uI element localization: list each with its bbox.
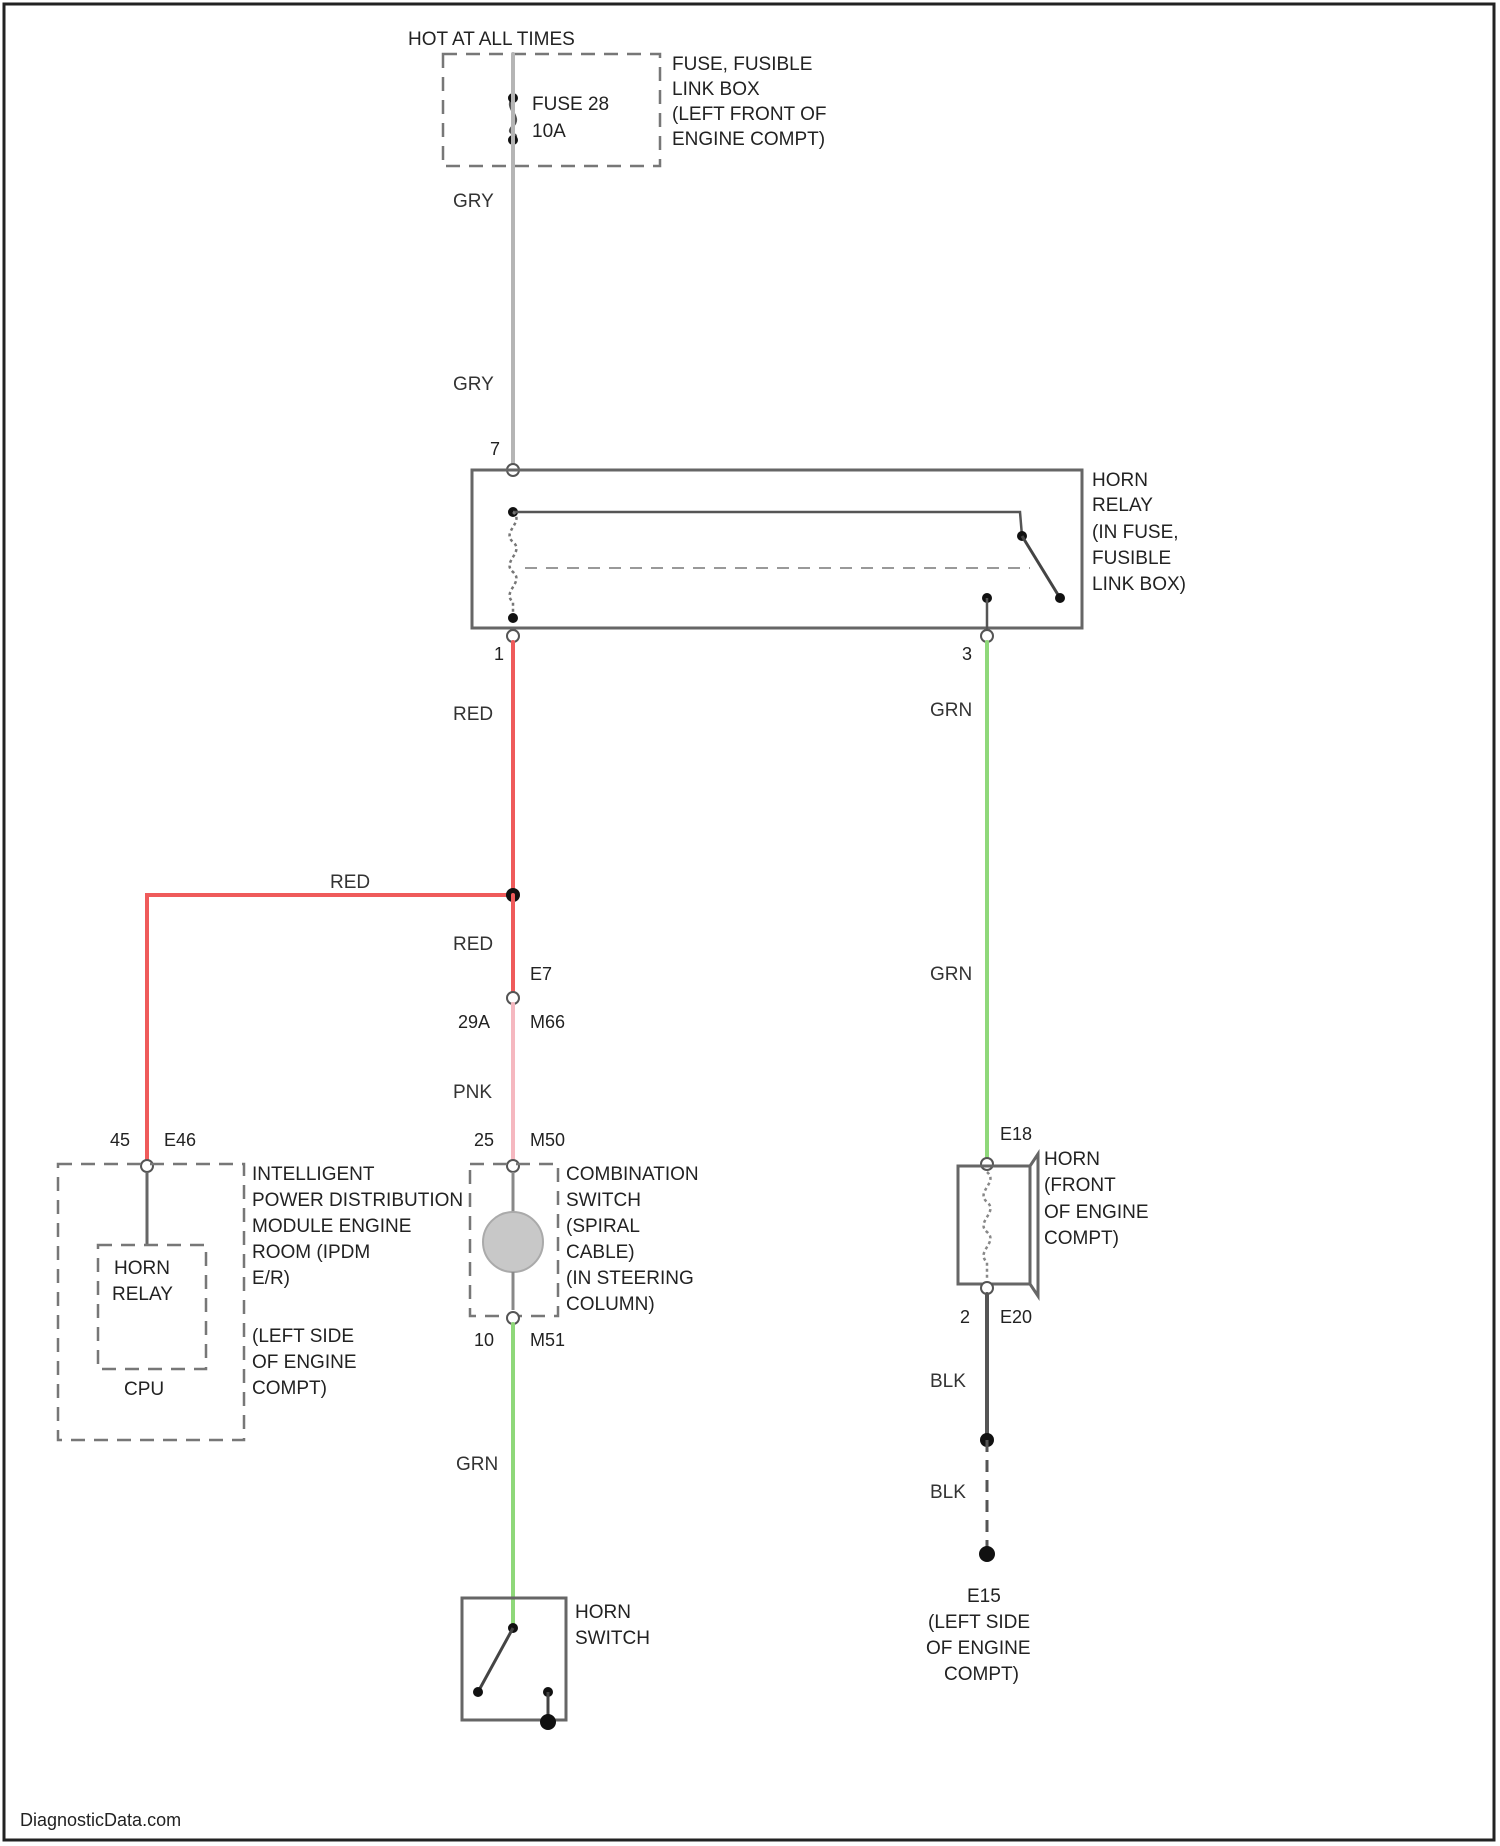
ground-label-3: OF ENGINE (926, 1638, 1031, 1659)
combination-switch-label-6: COLUMN) (566, 1294, 655, 1315)
grn-wire-label-1: GRN (930, 700, 972, 721)
ipdm-location-1: (LEFT SIDE (252, 1326, 354, 1347)
combination-switch-m51-label: M51 (530, 1330, 565, 1350)
combination-switch-label-3: (SPIRAL (566, 1216, 640, 1237)
footer-brand: DiagnosticData.com (20, 1810, 181, 1830)
combination-switch-pin-10-label: 10 (474, 1330, 494, 1350)
ipdm-label-4: ROOM (IPDM (252, 1242, 370, 1263)
horn-switch-label-1: HORN (575, 1602, 631, 1623)
ipdm-label-5: E/R) (252, 1268, 290, 1289)
ipdm-label-1: INTELLIGENT (252, 1164, 375, 1185)
ipdm-label-3: MODULE ENGINE (252, 1216, 411, 1237)
combination-switch-label-5: (IN STEERING (566, 1268, 694, 1289)
hot-at-all-times-label: HOT AT ALL TIMES (408, 29, 575, 50)
fuse-box-label-2: LINK BOX (672, 79, 760, 100)
horn-relay-label-5: LINK BOX) (1092, 574, 1186, 595)
horn-relay-coil-terminal (508, 613, 518, 623)
combination-switch-m50-label: M50 (530, 1130, 565, 1150)
horn-body (958, 1166, 1030, 1284)
spiral-cable-symbol (483, 1212, 543, 1272)
horn-relay-label-1: HORN (1092, 470, 1148, 491)
red-wire-label-1: RED (453, 704, 493, 725)
ipdm-location-2: OF ENGINE (252, 1352, 357, 1373)
horn-pin-1-terminal (981, 1158, 993, 1170)
ground-label-2: (LEFT SIDE (928, 1612, 1030, 1633)
horn-relay-switch-arm (1022, 536, 1060, 598)
red-wire-label-2: RED (453, 934, 493, 955)
blk-wire-label-1: BLK (930, 1371, 966, 1392)
grn-wire-label-left: GRN (456, 1454, 498, 1475)
horn-switch-arm (478, 1628, 513, 1692)
horn-relay-coil (510, 512, 517, 618)
ipdm-pin-45-terminal (141, 1160, 153, 1172)
connector-e7-label: E7 (530, 964, 552, 984)
connector-pin-29a-label: 29A (458, 1012, 490, 1032)
horn-connector-e20-label: E20 (1000, 1307, 1032, 1327)
diagram-frame (4, 4, 1494, 1840)
gry-wire-label-mid: GRY (453, 374, 494, 395)
horn-connector-e18-label: E18 (1000, 1124, 1032, 1144)
horn-relay-contact-end (1055, 593, 1065, 603)
horn-relay-label-2: RELAY (1092, 495, 1153, 516)
pnk-wire-label: PNK (453, 1082, 492, 1103)
ipdm-pin-45-label: 45 (110, 1130, 130, 1150)
ground-label-1: E15 (967, 1586, 1001, 1607)
horn-label-2: (FRONT (1044, 1175, 1116, 1196)
horn-label-1: HORN (1044, 1149, 1100, 1170)
fuse-box-label-3: (LEFT FRONT OF (672, 104, 826, 125)
gry-wire-label-top: GRY (453, 191, 494, 212)
horn-switch-arm-end (473, 1687, 483, 1697)
grn-wire-label-2: GRN (930, 964, 972, 985)
combination-switch-label-2: SWITCH (566, 1190, 641, 1211)
ipdm-location-3: COMPT) (252, 1378, 327, 1399)
ipdm-label-2: POWER DISTRIBUTION (252, 1190, 463, 1211)
ipdm-horn-relay-label-2: RELAY (112, 1284, 173, 1305)
ipdm-cpu-label: CPU (124, 1379, 164, 1400)
ground-label-4: COMPT) (944, 1664, 1019, 1685)
horn-relay-pin-1: 1 (494, 644, 504, 664)
ground-e15-point (979, 1546, 995, 1562)
combination-switch-label-4: CABLE) (566, 1242, 635, 1263)
horn-relay-label-4: FUSIBLE (1092, 548, 1171, 569)
horn-coil (984, 1172, 991, 1280)
horn-label-4: COMPT) (1044, 1228, 1119, 1249)
connector-m66-label: M66 (530, 1012, 565, 1032)
fuse-28-label: FUSE 28 (532, 94, 609, 115)
horn-label-3: OF ENGINE (1044, 1202, 1149, 1223)
ipdm-connector-e46-label: E46 (164, 1130, 196, 1150)
horn-relay-contact-line (513, 512, 1022, 536)
fuse-rating-label: 10A (532, 121, 566, 142)
horn-relay-pin-3: 3 (962, 644, 972, 664)
fuse-box-label-1: FUSE, FUSIBLE (672, 54, 812, 75)
horn-switch-ground-point (540, 1714, 556, 1730)
combination-switch-pin-25-terminal (507, 1160, 519, 1172)
combination-switch-pin-25-label: 25 (474, 1130, 494, 1150)
horn-relay-box (472, 470, 1082, 628)
horn-relay-label-3: (IN FUSE, (1092, 522, 1179, 543)
combination-switch-label-1: COMBINATION (566, 1164, 699, 1185)
red-wire-label-branch: RED (330, 872, 370, 893)
horn-relay-pin-7: 7 (490, 439, 500, 459)
ipdm-horn-relay-label-1: HORN (114, 1258, 170, 1279)
horn-pin-2-label: 2 (960, 1307, 970, 1327)
horn-switch-label-2: SWITCH (575, 1628, 650, 1649)
fuse-box-label-4: ENGINE COMPT) (672, 129, 825, 150)
blk-wire-label-2: BLK (930, 1482, 966, 1503)
